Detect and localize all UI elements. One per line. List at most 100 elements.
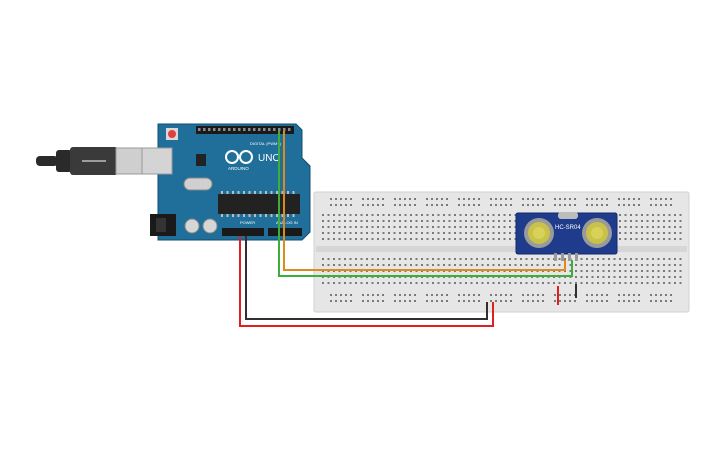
breadboard-hole	[382, 232, 385, 234]
breadboard[interactable]	[313, 191, 690, 313]
breadboard-hole	[465, 214, 467, 216]
breadboard-hole	[399, 282, 401, 284]
breadboard-rail-hole	[414, 294, 416, 296]
breadboard-rail-hole	[463, 198, 465, 200]
wire-red[interactable]	[239, 236, 559, 327]
breadboard-rail-hole	[618, 294, 620, 296]
breadboard-rail-hole	[569, 198, 571, 200]
breadboard-hole	[371, 232, 374, 234]
breadboard-hole	[388, 238, 390, 240]
breadboard-rail-hole	[628, 294, 630, 296]
breadboard-rail-hole	[601, 204, 603, 206]
breadboard-hole	[327, 282, 330, 284]
chip-leg	[281, 214, 284, 217]
breadboard-hole	[657, 232, 660, 234]
breadboard-hole	[338, 238, 341, 240]
arduino-logo-icon	[225, 150, 253, 164]
breadboard-rail-hole	[345, 294, 347, 296]
breadboard-rail-hole	[340, 204, 342, 206]
breadboard-hole	[454, 282, 456, 284]
breadboard-hole	[322, 226, 324, 228]
breadboard-rail-hole	[559, 294, 561, 296]
breadboard-hole	[624, 226, 627, 228]
breadboard-hole	[509, 258, 511, 260]
breadboard-hole	[404, 220, 407, 222]
breadboard-hole	[410, 264, 412, 266]
breadboard-hole	[410, 214, 412, 216]
breadboard-rail-hole	[606, 294, 608, 296]
usb-cable-icon[interactable]	[36, 147, 145, 175]
breadboard-hole	[668, 276, 671, 278]
breadboard-hole	[393, 220, 396, 222]
breadboard-hole	[459, 232, 462, 234]
breadboard-hole	[509, 220, 511, 222]
breadboard-hole	[624, 264, 627, 266]
reset-button-icon[interactable]	[166, 128, 178, 140]
breadboard-hole	[679, 238, 682, 240]
breadboard-hole	[355, 220, 357, 222]
breadboard-rail-hole	[436, 204, 438, 206]
breadboard-rail-hole	[618, 198, 620, 200]
breadboard-hole	[338, 220, 341, 222]
breadboard-hole	[525, 264, 528, 266]
breadboard-hole	[443, 282, 445, 284]
breadboard-hole	[360, 264, 363, 266]
header-pin	[223, 128, 226, 131]
breadboard-hole	[492, 232, 495, 234]
breadboard-hole	[635, 258, 638, 260]
breadboard-hole	[630, 238, 632, 240]
breadboard-hole	[553, 282, 555, 284]
breadboard-hole	[635, 220, 638, 222]
breadboard-hole	[443, 258, 445, 260]
breadboard-hole	[542, 258, 544, 260]
breadboard-hole	[597, 282, 599, 284]
breadboard-hole	[404, 258, 407, 260]
breadboard-hole	[586, 276, 588, 278]
breadboard-hole	[564, 258, 566, 260]
wire-black[interactable]	[245, 236, 577, 320]
breadboard-hole	[646, 220, 649, 222]
breadboard-rail-hole	[446, 204, 448, 206]
breadboard-hole	[443, 214, 445, 216]
breadboard-hole	[646, 282, 649, 284]
breadboard-rail-hole	[495, 294, 497, 296]
breadboard-hole	[377, 226, 379, 228]
breadboard-hole	[322, 258, 324, 260]
breadboard-hole	[569, 282, 572, 284]
breadboard-hole	[399, 232, 401, 234]
breadboard-hole	[366, 258, 368, 260]
breadboard-rail-hole	[362, 300, 364, 302]
breadboard-hole	[360, 220, 363, 222]
arduino-uno-board[interactable]: UNO ARDUINO DIGITAL (PWM~) POWER ANALOG …	[141, 123, 311, 241]
breadboard-rail-hole	[559, 300, 561, 302]
header-pin	[273, 128, 276, 131]
breadboard-hole	[355, 214, 357, 216]
breadboard-hole	[360, 282, 363, 284]
breadboard-rail-hole	[458, 300, 460, 302]
breadboard-hole	[668, 214, 671, 216]
breadboard-hole	[509, 214, 511, 216]
breadboard-hole	[630, 276, 632, 278]
breadboard-hole	[668, 232, 671, 234]
wire-orange[interactable]	[283, 131, 566, 271]
ultrasonic-sensor[interactable]: HC-SR04	[515, 212, 618, 261]
breadboard-hole	[371, 264, 374, 266]
sensor-crystal	[558, 212, 578, 219]
breadboard-hole	[465, 220, 467, 222]
breadboard-hole	[679, 276, 682, 278]
breadboard-hole	[674, 264, 676, 266]
wire-green[interactable]	[278, 131, 573, 277]
breadboard-hole	[619, 214, 621, 216]
breadboard-hole	[366, 238, 368, 240]
breadboard-rail-hole	[345, 300, 347, 302]
breadboard-hole	[437, 232, 440, 234]
breadboard-hole	[399, 226, 401, 228]
breadboard-hole	[509, 226, 511, 228]
breadboard-rail-hole	[633, 294, 635, 296]
breadboard-hole	[503, 238, 506, 240]
breadboard-rail-hole	[473, 300, 475, 302]
crystal-oscillator	[183, 177, 213, 191]
chip-leg	[248, 191, 251, 194]
breadboard-hole	[366, 226, 368, 228]
breadboard-hole	[602, 276, 605, 278]
